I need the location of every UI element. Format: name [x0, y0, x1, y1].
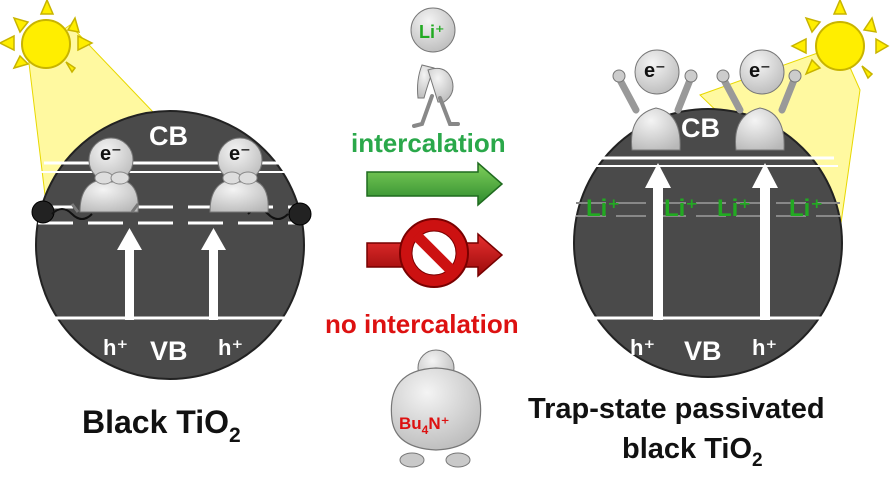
right-hole-label-1: h⁺	[630, 335, 655, 360]
left-vb-label: VB	[150, 336, 188, 366]
prohibited-sign-icon	[399, 218, 469, 288]
middle-panel: Li⁺ intercalation no intercalation Bu4N⁺	[325, 7, 519, 468]
left-title: Black TiO2	[82, 404, 241, 447]
left-excitation-arrow-2	[201, 228, 226, 320]
right-sun-icon	[790, 0, 890, 80]
right-panel: Li⁺ Li⁺ Li⁺ Li⁺ e⁻ e⁻ CB VB h⁺ h⁺ Trap-s…	[528, 0, 890, 471]
right-title-subscript: 2	[752, 450, 763, 471]
left-hole-label-2: h⁺	[218, 335, 243, 360]
right-electron-label-1: e⁻	[644, 60, 666, 82]
li-ion-walking-figure	[410, 7, 460, 128]
left-electrode-left	[31, 200, 55, 224]
right-band-circle	[573, 108, 843, 378]
bu4n-subscript: 4	[422, 423, 429, 437]
left-title-subscript: 2	[229, 424, 241, 447]
left-trapped-electron-figure-2	[209, 137, 269, 213]
left-trapped-electron-figure-1	[70, 137, 140, 213]
right-li-label-3: Li⁺	[717, 195, 751, 222]
left-excitation-arrow-1	[117, 228, 142, 320]
bu4n-ion-figure	[390, 349, 482, 468]
left-electron-label-1: e⁻	[100, 143, 122, 165]
right-title-line-2: black TiO2	[622, 433, 763, 471]
right-title-line-1: Trap-state passivated	[528, 393, 825, 425]
intercalation-arrow	[366, 161, 504, 207]
right-li-label-2: Li⁺	[664, 195, 698, 222]
left-cb-label: CB	[149, 121, 188, 151]
right-free-electron-figure-2	[716, 49, 802, 151]
right-li-label-4: Li⁺	[789, 195, 823, 222]
right-excitation-arrow-1	[645, 163, 671, 320]
intercalation-label: intercalation	[351, 128, 506, 158]
right-li-label-1: Li⁺	[586, 195, 620, 222]
left-sun-icon	[0, 0, 94, 74]
bu4n-label: Bu4N⁺	[399, 414, 450, 437]
right-vb-label: VB	[684, 336, 722, 366]
right-electron-label-2: e⁻	[749, 60, 771, 82]
left-chain-left	[51, 208, 93, 220]
left-electrode-right	[288, 202, 312, 226]
right-free-electron-figure-1	[612, 49, 698, 151]
right-hole-label-2: h⁺	[752, 335, 777, 360]
left-hole-label-1: h⁺	[103, 335, 128, 360]
right-excitation-arrow-2	[752, 163, 778, 320]
li-ion-label: Li⁺	[419, 22, 445, 42]
left-panel: e⁻ e⁻ CB VB h⁺ h⁺ Black TiO2	[0, 0, 312, 447]
right-cb-label: CB	[681, 113, 720, 143]
no-intercalation-label: no intercalation	[325, 309, 519, 339]
left-electron-label-2: e⁻	[229, 143, 251, 165]
